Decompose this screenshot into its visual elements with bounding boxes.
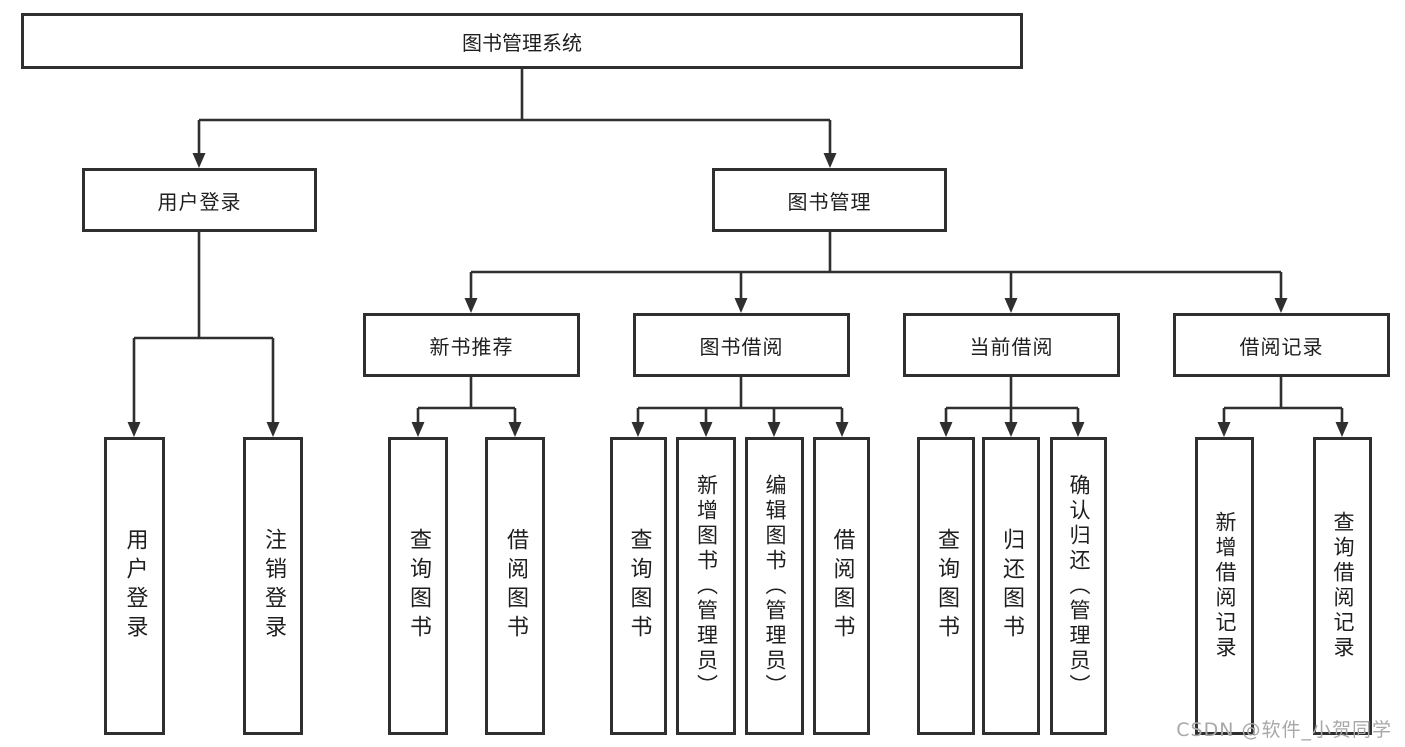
node-leaf-edit-books-admin: 编辑图书（管理员） (745, 437, 804, 735)
node-leaf-borrow-books: 借阅图书 (813, 437, 870, 735)
node-user-login: 用户登录 (82, 168, 317, 232)
node-leaf-borrow-books-recommend: 借阅图书 (485, 437, 545, 735)
csdn-watermark: CSDN @软件_小贺同学 (1176, 719, 1392, 741)
node-leaf-logout: 注销登录 (243, 437, 303, 735)
node-leaf-add-borrow-record: 新增借阅记录 (1195, 437, 1254, 735)
node-leaf-user-login: 用户登录 (104, 437, 165, 735)
node-borrowing-records: 借阅记录 (1173, 313, 1390, 377)
node-leaf-query-borrow-record: 查询借阅记录 (1313, 437, 1372, 735)
node-current-borrowing: 当前借阅 (903, 313, 1120, 377)
node-leaf-query-books-borrow: 查询图书 (610, 437, 667, 735)
node-book-management: 图书管理 (712, 168, 947, 232)
node-leaf-add-books-admin: 新增图书（管理员） (676, 437, 736, 735)
node-leaf-query-books-current: 查询图书 (917, 437, 975, 735)
node-leaf-query-books-recommend: 查询图书 (388, 437, 448, 735)
node-leaf-confirm-return-admin: 确认归还（管理员） (1050, 437, 1107, 735)
node-leaf-return-books: 归还图书 (982, 437, 1040, 735)
arrowheads (127, 153, 1349, 437)
node-library-management-system: 图书管理系统 (21, 13, 1023, 69)
node-new-book-recommendation: 新书推荐 (363, 313, 580, 377)
node-book-borrowing: 图书借阅 (633, 313, 850, 377)
